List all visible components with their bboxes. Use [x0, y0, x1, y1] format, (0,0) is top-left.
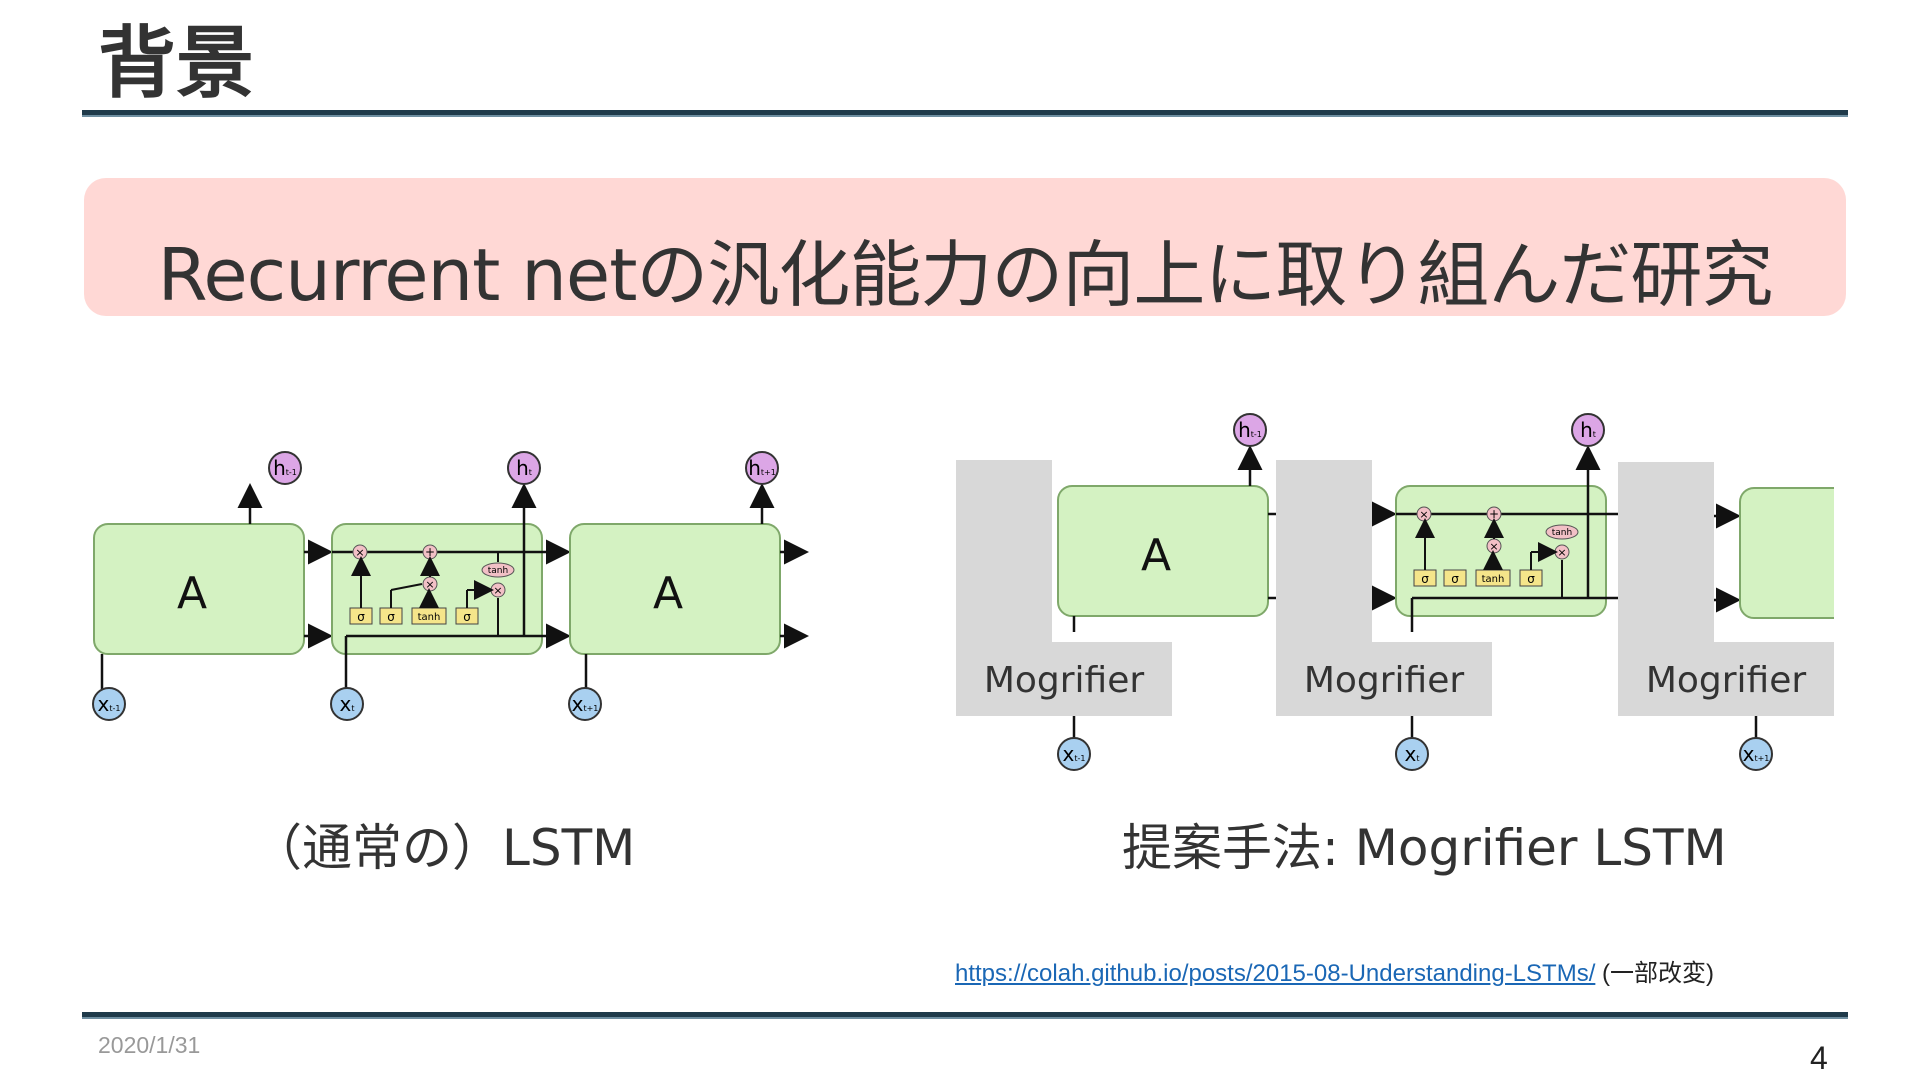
lstm-caption: （通常の）LSTM: [252, 819, 636, 877]
cell-label-prev: A: [177, 568, 207, 619]
svg-text:ht-1: ht-1: [273, 456, 297, 480]
svg-text:xt-1: xt-1: [1063, 742, 1086, 766]
banner-text: Recurrent netの汎化能力の向上に取り組んだ研究: [157, 233, 1774, 317]
lstm-diagram: A × + × × tanh σ σ tanh σ A ht-1 ht ht+1: [92, 451, 809, 721]
svg-text:σ: σ: [1527, 572, 1535, 586]
footer-rule: [82, 1012, 1848, 1017]
mogrifier-block-curr: [1276, 460, 1492, 716]
summary-banner: Recurrent netの汎化能力の向上に取り組んだ研究: [84, 178, 1846, 317]
lstm-cell-next: [569, 523, 781, 655]
mogrifier-label-prev: Mogrifier: [984, 660, 1145, 701]
svg-text:+: +: [1489, 507, 1499, 521]
svg-text:xt+1: xt+1: [572, 692, 599, 716]
svg-text:A: A: [1141, 530, 1171, 581]
svg-text:tanh: tanh: [418, 612, 441, 623]
svg-text:σ: σ: [463, 610, 471, 624]
slide-title: 背景: [98, 19, 255, 109]
mog-hidden-node-prev: [1233, 413, 1267, 447]
svg-text:ht-1: ht-1: [1238, 418, 1262, 442]
mogrifier-caption: 提案手法: Mogrifier LSTM: [1122, 819, 1727, 877]
svg-text:×: ×: [1489, 540, 1498, 553]
mog-cell-next: [1739, 487, 1836, 619]
input-node-curr: [330, 687, 364, 721]
lstm-cell-current: [331, 523, 543, 655]
mogrifier-block-next: [1618, 462, 1834, 716]
mog-cell-curr: [1395, 485, 1607, 617]
input-node-next: [568, 687, 602, 721]
svg-text:σ: σ: [1421, 572, 1429, 586]
mog-input-node-curr: [1395, 737, 1429, 771]
svg-text:xt+1: xt+1: [1743, 742, 1770, 766]
cell-label-next: A: [653, 568, 683, 619]
svg-text:ht: ht: [1580, 418, 1596, 442]
svg-text:ht: ht: [516, 456, 532, 480]
svg-text:xt-1: xt-1: [98, 692, 121, 716]
svg-text:ht+1: ht+1: [748, 456, 776, 480]
svg-text:tanh: tanh: [488, 566, 508, 576]
header-rule: [82, 110, 1848, 115]
mog-hidden-node-curr: [1571, 413, 1605, 447]
mog-input-node-next: [1739, 737, 1773, 771]
hidden-node-next: [745, 451, 779, 485]
mog-cell-prev: [1057, 485, 1269, 617]
svg-text:σ: σ: [1451, 572, 1459, 586]
svg-text:×: ×: [355, 546, 364, 559]
svg-text:×: ×: [425, 578, 434, 591]
slide-date: 2020/1/31: [98, 1032, 201, 1058]
mog-input-node-prev: [1057, 737, 1091, 771]
svg-text:xt: xt: [340, 692, 355, 716]
svg-text:+: +: [425, 545, 435, 559]
svg-text:σ: σ: [387, 610, 395, 624]
svg-text:tanh: tanh: [1552, 528, 1572, 538]
lstm-cell-prev: [93, 523, 305, 655]
reference: https://colah.github.io/posts/2015-08-Un…: [955, 953, 1714, 988]
svg-text:xt: xt: [1405, 742, 1420, 766]
reference-note: (一部改変): [1602, 960, 1715, 987]
svg-text:×: ×: [493, 584, 502, 597]
hidden-node-curr: [507, 451, 541, 485]
svg-text:tanh: tanh: [1482, 574, 1505, 585]
svg-text:σ: σ: [357, 610, 365, 624]
mogrifier-label-next: Mogrifier: [1646, 660, 1807, 701]
reference-link[interactable]: https://colah.github.io/posts/2015-08-Un…: [955, 960, 1596, 987]
svg-text:×: ×: [1557, 546, 1566, 559]
mogrifier-lstm-diagram: Mogrifier Mogrifier Mogrifier A × + × × …: [956, 413, 1836, 771]
svg-text:×: ×: [1419, 508, 1428, 521]
hidden-node-prev: [268, 451, 302, 485]
mogrifier-block-prev: [956, 460, 1172, 716]
input-node-prev: [92, 687, 126, 721]
mogrifier-label-curr: Mogrifier: [1304, 660, 1465, 701]
page-number: 4: [1810, 1040, 1828, 1076]
